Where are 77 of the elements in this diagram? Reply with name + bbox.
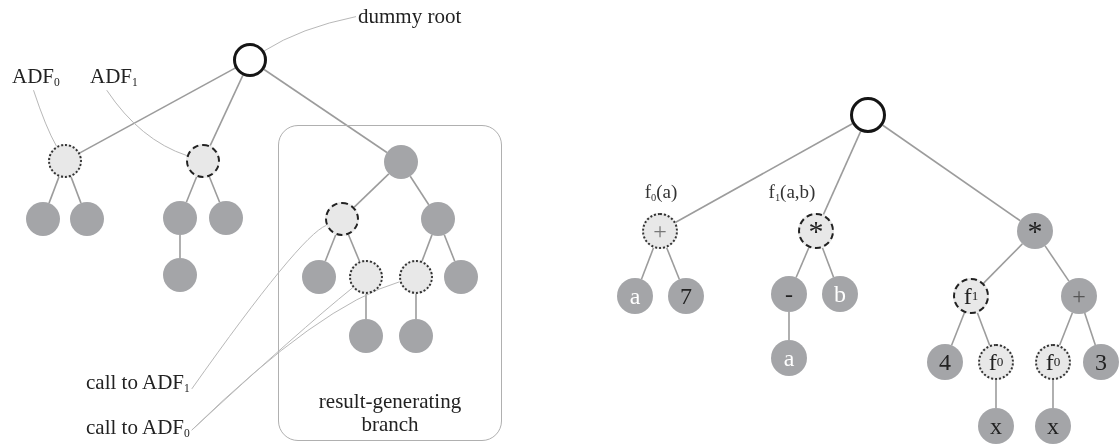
tree-branch-line <box>208 175 221 204</box>
tree-branch-line <box>48 176 60 204</box>
tree-branch-line <box>950 311 966 347</box>
tree-node-circle <box>48 144 82 178</box>
node-caption: f$_{0}$(a) <box>644 182 678 203</box>
tree-node: + <box>1061 278 1097 314</box>
tree-branch-line <box>443 234 456 262</box>
tree-node-circle <box>384 145 418 179</box>
leader-line <box>191 281 401 431</box>
tree-branch-line <box>353 173 390 208</box>
tree-node: a <box>617 278 653 314</box>
tree-branch-line <box>209 74 244 147</box>
tree-node-circle <box>325 202 359 236</box>
tree-branch-line <box>788 311 790 341</box>
tree-branch-line <box>79 67 236 154</box>
tree-branch-line <box>1083 312 1097 346</box>
annotation-text: dummy root <box>358 4 462 30</box>
tree-node-circle <box>444 260 478 294</box>
tree-branch-line <box>982 243 1024 284</box>
tree-node-circle <box>421 202 455 236</box>
tree-branch-line <box>976 312 991 346</box>
node-caption: f$_{1}$(a,b) <box>768 182 816 203</box>
tree-branch-line <box>665 246 681 281</box>
tree-branch-line <box>795 246 810 279</box>
tree-branch-line <box>347 233 361 263</box>
tree-branch-line <box>365 293 367 320</box>
leader-line <box>33 89 57 147</box>
tree-node-circle <box>163 258 197 292</box>
tree-branch-line <box>1044 245 1070 282</box>
tree-node-circle <box>186 144 220 178</box>
tree-node: * <box>798 213 834 249</box>
leader-line <box>106 89 188 157</box>
tree-node-circle <box>399 260 433 294</box>
tree-branch-line <box>415 293 417 320</box>
tree-node-circle <box>349 260 383 294</box>
leader-line <box>263 16 357 52</box>
tree-node: 7 <box>668 278 704 314</box>
tree-branch-line <box>821 247 835 278</box>
annotation-text: call to ADF$_{1}$ <box>86 370 190 396</box>
tree-node-circle <box>349 319 383 353</box>
tree-node-circle <box>163 201 197 235</box>
tree-node: b <box>822 276 858 312</box>
tree-node: x <box>1035 408 1071 444</box>
tree-node: + <box>642 213 678 249</box>
tree-node: 4 <box>927 344 963 380</box>
tree-node-circle <box>26 202 60 236</box>
tree-branch-line <box>822 130 862 216</box>
annotation-text: call to ADF$_{0}$ <box>86 415 190 441</box>
tree-branch-line <box>882 124 1021 222</box>
tree-branch-line <box>640 247 655 280</box>
root-node-circle <box>850 97 886 133</box>
tree-branch-line <box>1052 379 1054 409</box>
tree-node: * <box>1017 213 1053 249</box>
tree-node-circle <box>302 260 336 294</box>
tree-node: 3 <box>1083 344 1119 380</box>
tree-branch-line <box>1058 311 1074 347</box>
tree-branch-line <box>995 379 997 409</box>
leader-line <box>191 224 327 390</box>
annotation-text: ADF$_{1}$ <box>90 64 138 90</box>
tree-node: - <box>771 276 807 312</box>
tree-branch-line <box>70 176 82 204</box>
root-node-circle <box>233 43 267 77</box>
tree-node: a <box>771 340 807 376</box>
tree-branch-line <box>179 234 181 259</box>
tree-branch-line <box>324 234 337 262</box>
frame-label: result-generating branch <box>317 389 463 436</box>
tree-branch-line <box>263 68 388 154</box>
tree-node-circle <box>399 319 433 353</box>
tree-branch-line <box>409 175 430 206</box>
tree-branch-line <box>421 234 433 262</box>
tree-node-circle <box>209 201 243 235</box>
tree-branch-line <box>185 175 198 204</box>
tree-node-circle <box>70 202 104 236</box>
tree-branch-line <box>674 122 854 224</box>
tree-node: x <box>978 408 1014 444</box>
annotation-text: ADF$_{0}$ <box>12 64 60 90</box>
branch-frame <box>278 125 502 441</box>
